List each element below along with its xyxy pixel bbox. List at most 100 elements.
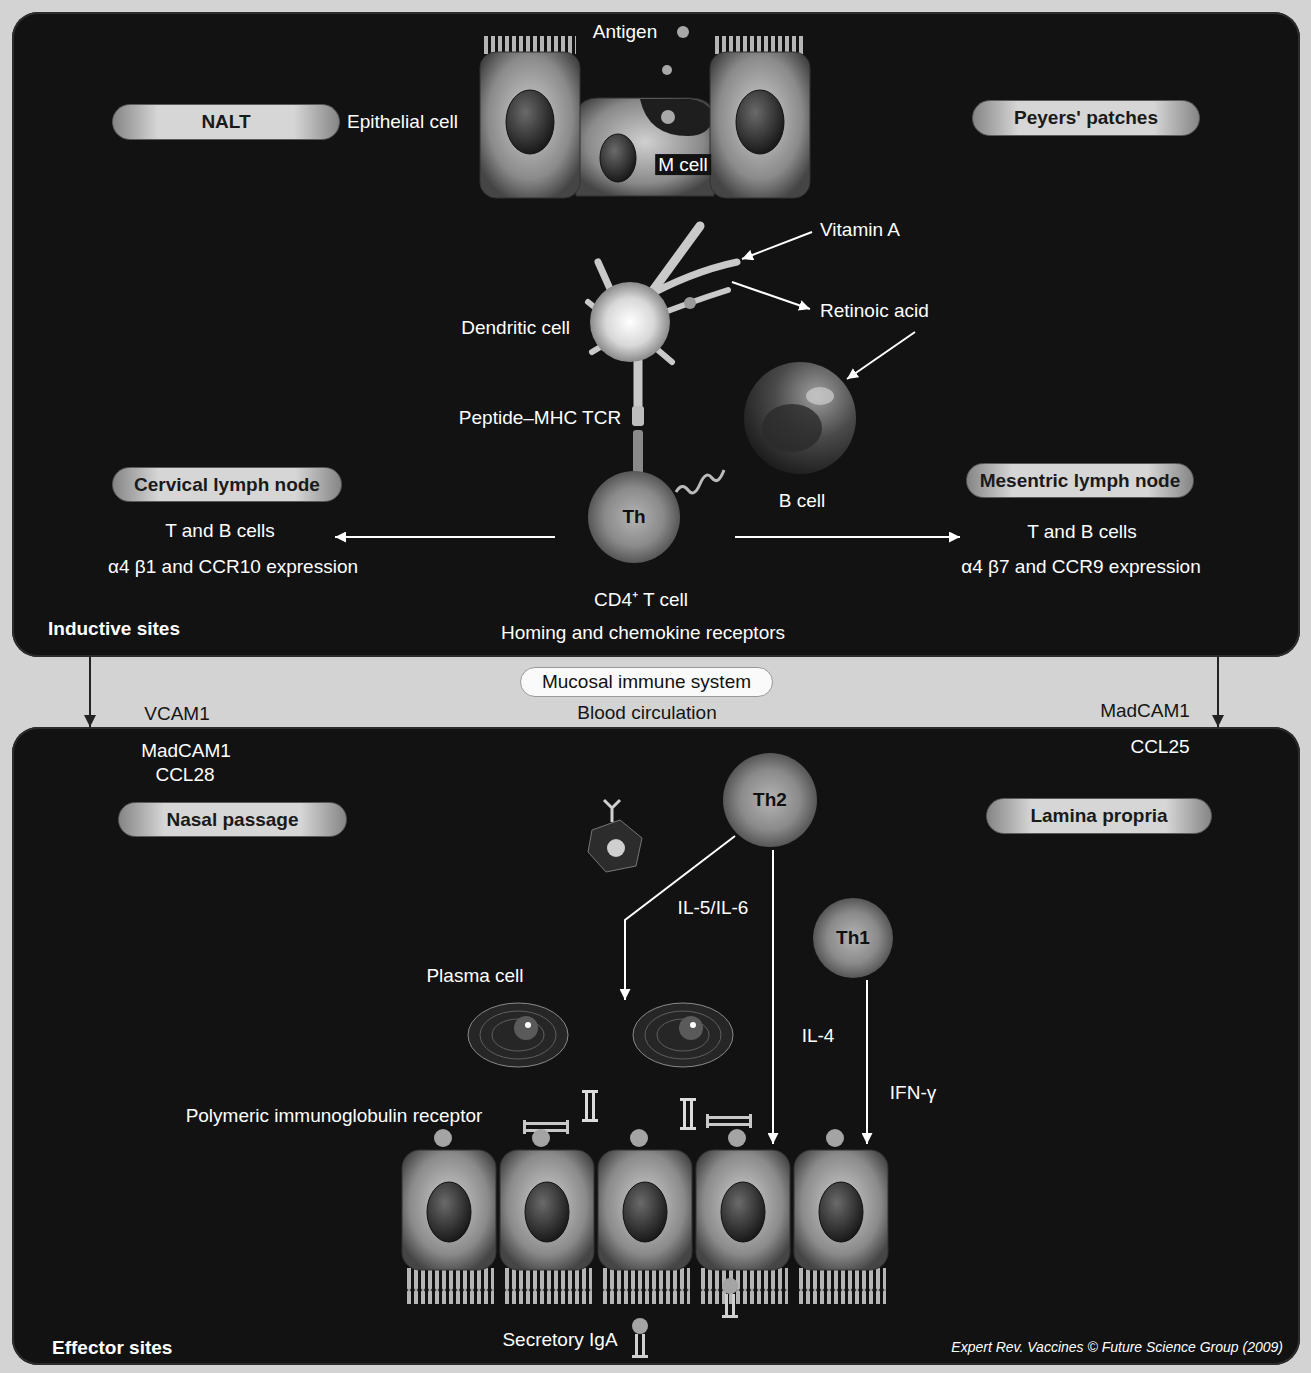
epithelial-layer (819, 1182, 863, 1242)
epithelial-cell (484, 36, 576, 54)
annotation-text: Blood circulation (577, 702, 716, 723)
annotation-label: MadCAM1 (1100, 700, 1190, 722)
peptide-mhc-tcr (633, 430, 643, 474)
pigr-symbol (706, 1114, 709, 1128)
credit-text: Expert Rev. Vaccines © Future Science Gr… (951, 1339, 1283, 1355)
secretory-iga-symbol (642, 1334, 645, 1358)
annotation-text: Secretory IgA (502, 1329, 617, 1350)
plasma-cell (525, 1022, 531, 1028)
secretory-iga-symbol (632, 1318, 648, 1358)
annotation-label: Homing and chemokine receptors (501, 622, 785, 644)
peptide-mhc-tcr (632, 406, 644, 426)
peptide-mhc-tcr (632, 406, 644, 474)
pigr-symbol (706, 1123, 752, 1126)
pigr-symbol (566, 1120, 569, 1134)
annotation-label: α4 β1 and CCR10 expression (108, 556, 358, 578)
dimeric-iga (582, 1090, 598, 1093)
dendritic-cell (588, 226, 737, 406)
site-pill: NALT (112, 104, 340, 140)
annotation-text: Polymeric immunoglobulin receptor (186, 1105, 483, 1126)
antigen-particle (661, 110, 675, 124)
node-label: Mesentric lymph node (980, 470, 1181, 492)
annotation-label: MadCAM1 (141, 740, 231, 762)
pigr-symbol (523, 1122, 569, 1125)
site-pill: Peyers' patches (972, 100, 1200, 136)
antigen-particle (662, 65, 672, 75)
annotation-label: Vitamin A (820, 219, 900, 241)
epithelial-cell (480, 52, 580, 198)
annotation-text: T and B cells (165, 520, 274, 541)
epithelial-layer (600, 1268, 690, 1304)
annotation-text: IL-5/IL-6 (678, 897, 749, 918)
site-pill: Nasal passage (118, 802, 347, 837)
secretory-iga-symbol (732, 1294, 735, 1318)
annotation-label: Epithelial cell (347, 111, 458, 133)
epithelial-cell (506, 90, 554, 154)
t-cell: Th (588, 471, 680, 563)
pigr-symbol (523, 1120, 526, 1134)
annotation-label: Retinoic acid (820, 300, 929, 322)
epithelial-layer (532, 1129, 550, 1147)
annotation-text: VCAM1 (144, 703, 209, 724)
antigen-presenting-cell (588, 800, 642, 872)
node-label: Cervical lymph node (134, 474, 320, 496)
epithelial-layer (434, 1129, 844, 1147)
plasma-cell (679, 1016, 703, 1040)
epithelial-layer (402, 1129, 888, 1304)
epithelial-layer (696, 1150, 790, 1270)
epithelial-layer (525, 1182, 569, 1242)
annotation-label: CCL28 (155, 764, 214, 786)
plasma-cell (633, 1003, 733, 1067)
epithelial-layer (404, 1268, 494, 1304)
b-cell (744, 362, 856, 474)
node-label: NALT (201, 111, 250, 133)
annotation-text: CD4⁺ T cell (594, 589, 688, 610)
secretory-iga-symbol (722, 1315, 738, 1318)
site-pill: Mesentric lymph node (966, 463, 1194, 498)
antigen-particle (661, 26, 689, 124)
dendritic-cell (590, 282, 670, 362)
annotation-label: CCL25 (1130, 736, 1189, 758)
annotation-label: VCAM1 (144, 703, 209, 725)
annotation-text: CCL28 (155, 764, 214, 785)
dimeric-iga (582, 1119, 598, 1122)
pathway-arrow (732, 282, 810, 309)
flow-arrow (1217, 657, 1219, 727)
annotation-label: CD4⁺ T cell (594, 589, 688, 611)
epithelial-cell (714, 36, 806, 54)
annotation-label: Antigen (593, 21, 657, 43)
epithelial-layer (427, 1182, 471, 1242)
plasma-cell (514, 1016, 538, 1040)
annotation-text: IL-4 (802, 1025, 835, 1046)
epithelial-layer (698, 1268, 788, 1304)
annotation-text: α4 β1 and CCR10 expression (108, 556, 358, 577)
antigen-presenting-cell (604, 800, 620, 822)
secretory-iga-symbol (725, 1294, 728, 1318)
costimulatory-link (676, 470, 724, 493)
epithelial-layer (598, 1150, 692, 1270)
annotation-text: MadCAM1 (141, 740, 231, 761)
annotation-text: Retinoic acid (820, 300, 929, 321)
annotation-label: M cell (655, 154, 711, 176)
annotation-text: Vitamin A (820, 219, 900, 240)
annotation-text: M cell (655, 154, 711, 175)
annotation-label: Dendritic cell (461, 317, 570, 339)
node-label: Lamina propria (1030, 805, 1167, 827)
pathway-arrow (742, 232, 812, 259)
pigr-symbol (749, 1114, 752, 1128)
annotation-label: T and B cells (1027, 521, 1136, 543)
b-cell (806, 387, 834, 405)
annotation-text: Plasma cell (426, 965, 523, 986)
epithelial-cell (480, 36, 810, 198)
antigen-presenting-cell (588, 820, 642, 872)
dendritic-cell (684, 297, 696, 309)
pathway-arrow (735, 536, 960, 538)
b-cell (762, 404, 822, 452)
site-panel: Effector sitesNasal passageTh2Lamina pro… (12, 727, 1300, 1365)
dendritic-cell (588, 226, 737, 406)
epithelial-layer (826, 1129, 844, 1147)
secretory-iga-symbol (722, 1278, 738, 1318)
connector-layer (90, 657, 1218, 727)
secretory-iga-symbol (632, 1355, 648, 1358)
m-cell (576, 98, 714, 196)
